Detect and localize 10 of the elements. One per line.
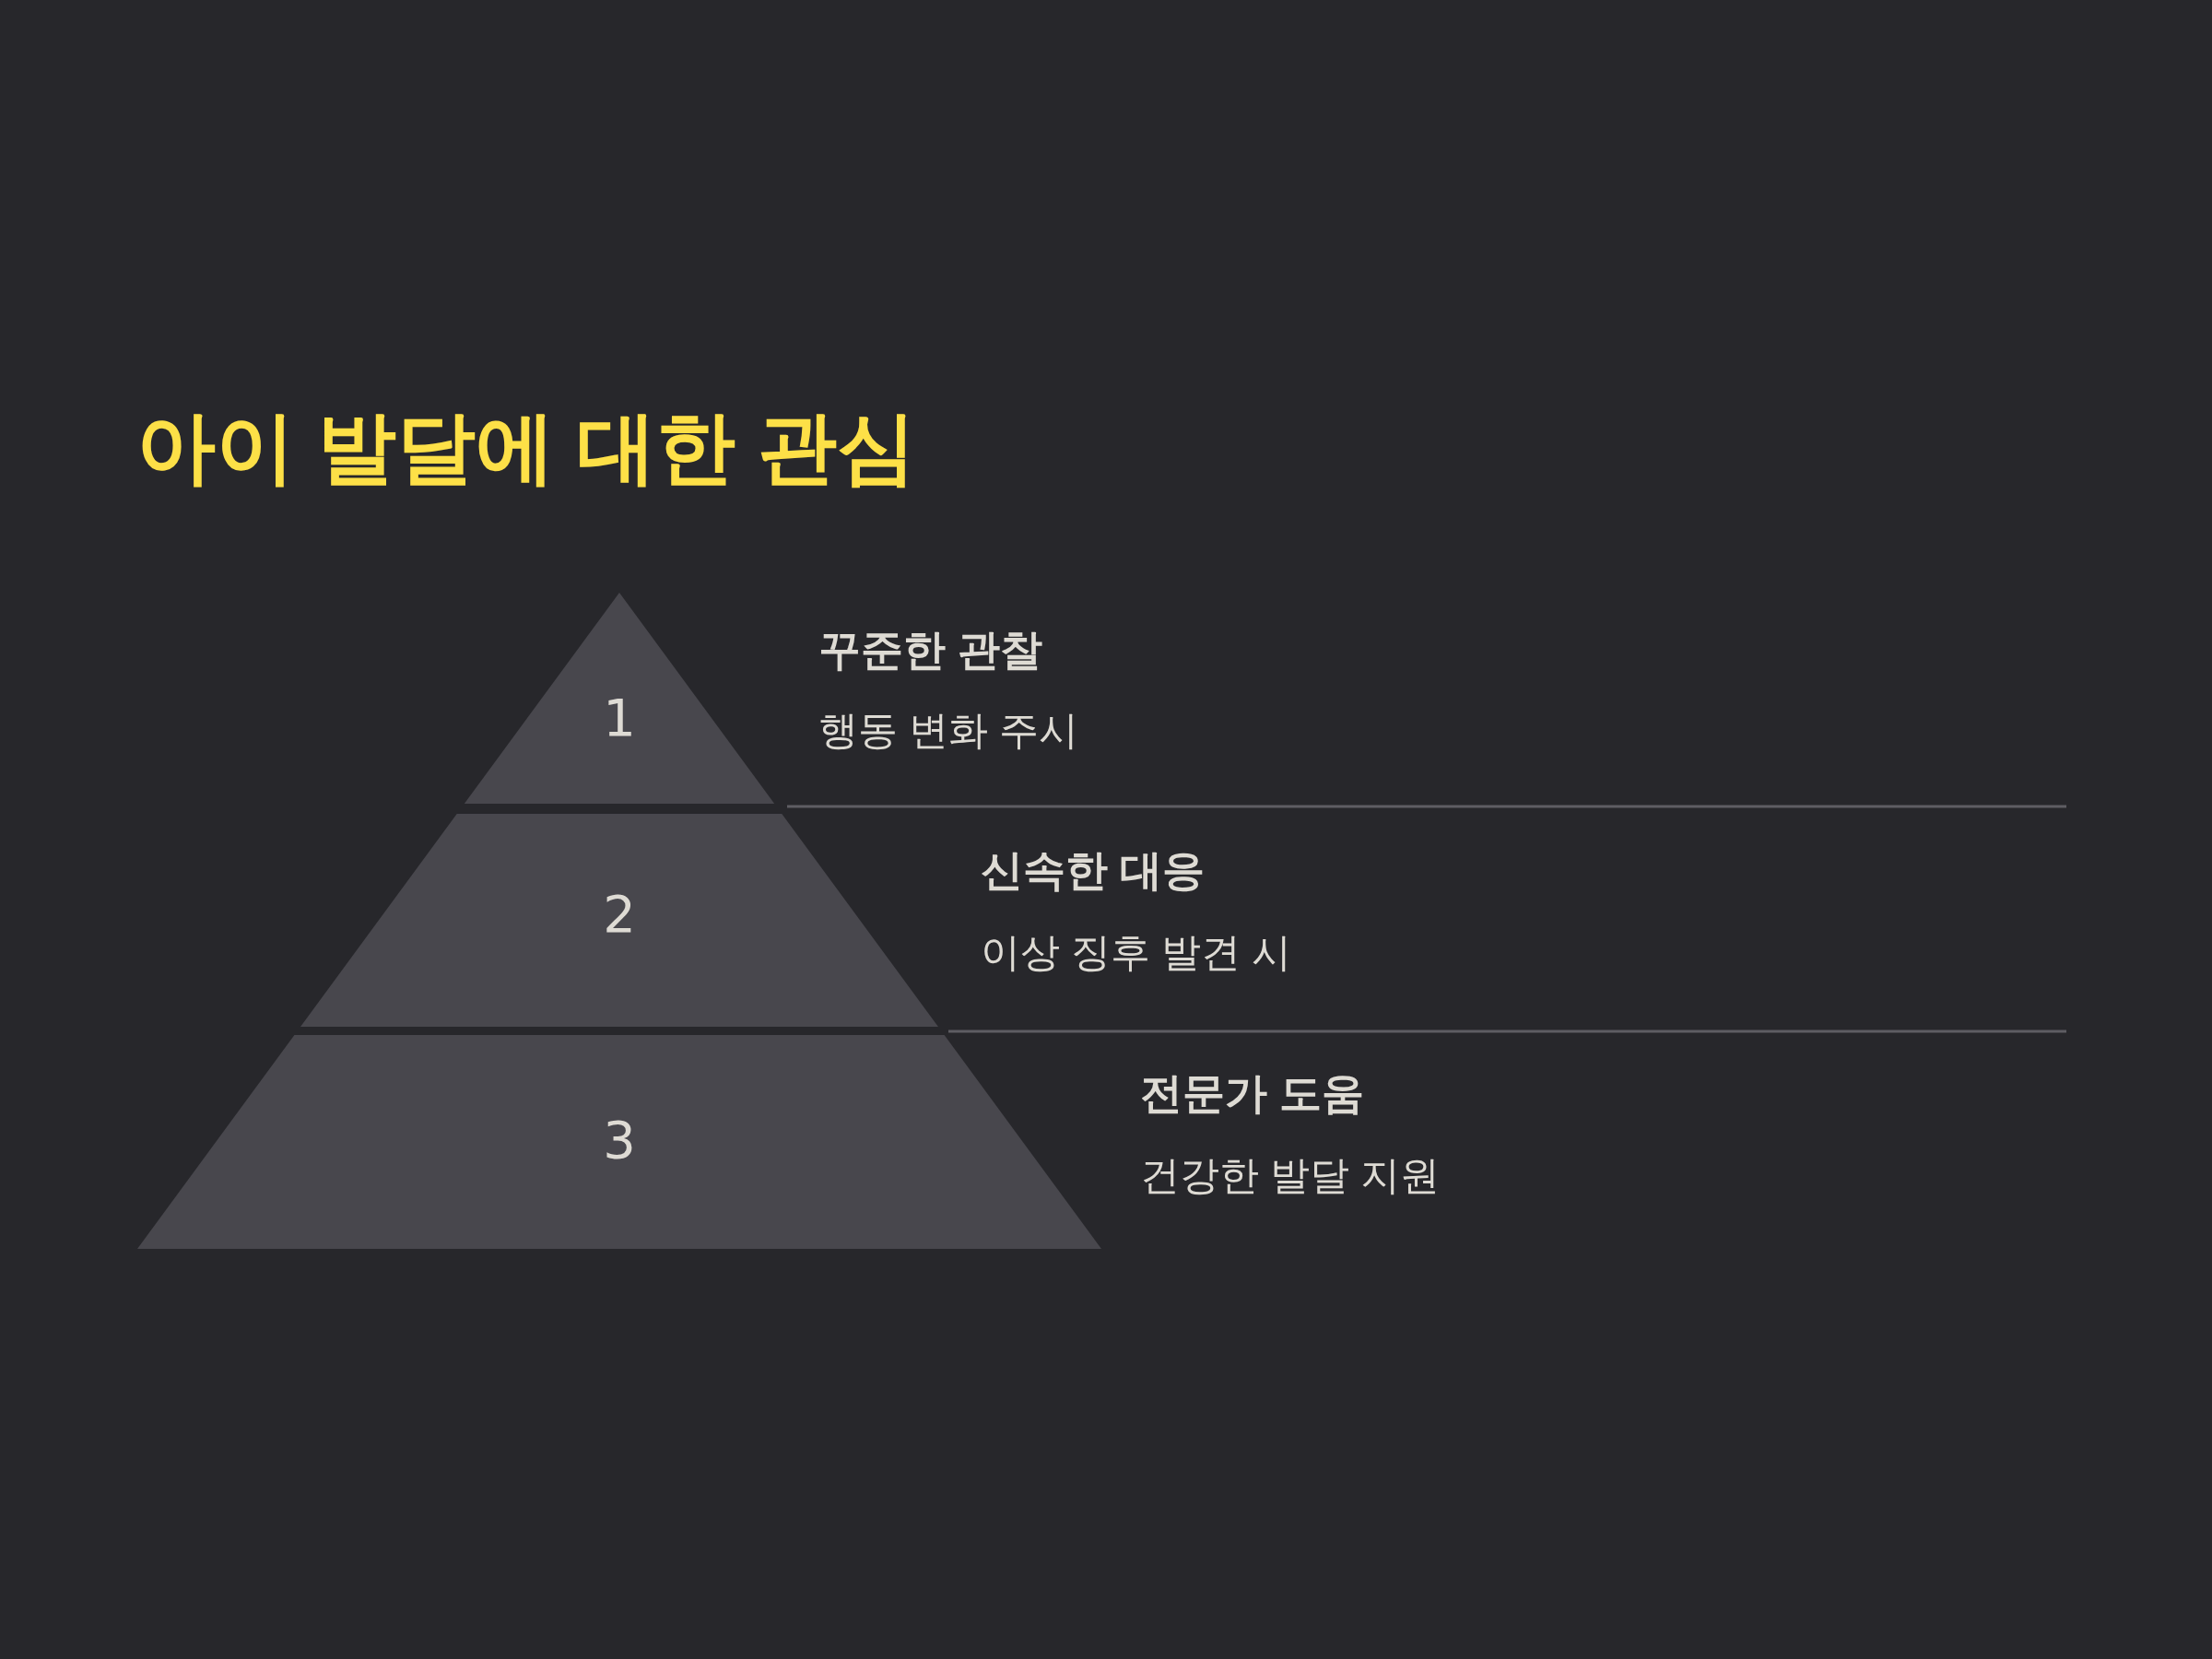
tier-heading: 꾸준한 관찰 <box>818 625 1042 677</box>
tier-number: 2 <box>602 888 637 940</box>
tier-description: 이상 징후 발견 시 <box>981 929 1291 977</box>
tier-number: 3 <box>602 1114 637 1166</box>
tier-heading: 전문가 도움 <box>1140 1068 1364 1120</box>
tier-number: 1 <box>602 692 637 744</box>
tier-description: 건강한 발달 지원 <box>1140 1152 1440 1200</box>
tier-description: 행동 변화 주시 <box>818 707 1078 755</box>
title: 아이 발달에 대한 관심 <box>136 402 916 493</box>
tier-heading: 신속한 대응 <box>981 845 1205 897</box>
